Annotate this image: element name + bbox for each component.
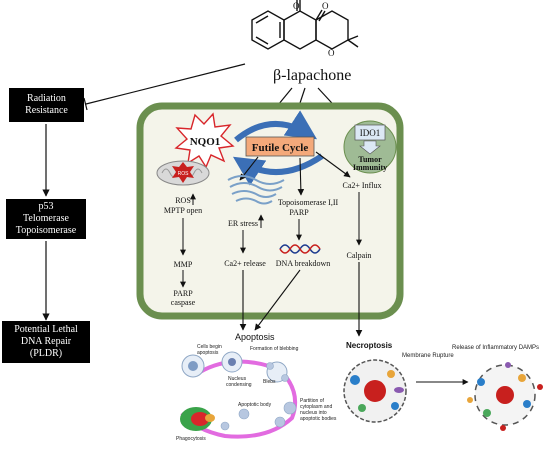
tumor-immunity-line2: Immunity (353, 163, 387, 172)
topo-parp-label: PARP (289, 208, 309, 217)
nqo1-label: NQO1 (190, 136, 221, 148)
p53-line3: Topoisomerase (15, 225, 77, 236)
cycle-arrow-top-icon (234, 110, 318, 143)
cycle-arrow-bottom-icon (232, 153, 324, 186)
pldr-line2: DNA Repair (20, 336, 72, 347)
ido1-down-arrow-icon (359, 140, 381, 155)
phagocyte-icon (180, 407, 215, 431)
p53-line1: p53 (38, 201, 54, 212)
topo-label: Topoisomerase I,II (278, 198, 339, 207)
radiation-line1: Radiation (27, 93, 66, 104)
apop-nucleus-line1: Nucleus (228, 376, 247, 382)
necroptotic-cell-icon (343, 359, 407, 423)
apop-partition-line1: Partition of (300, 398, 325, 404)
apop-partition-line3: nucleus into (300, 410, 327, 416)
apop-partition-line4: apoptotic bodies (300, 416, 337, 422)
apop-phago-label: Phagocytosis (176, 436, 206, 442)
damps-label: Release of Inflammatory DAMPs (452, 345, 539, 351)
apop-nucleus-line2: condensing (226, 382, 252, 388)
ketone-oxygen-2: O (322, 1, 329, 11)
mito-caspase-label: caspase (171, 298, 196, 307)
er-ca-release-label: Ca2+ release (224, 259, 266, 268)
ros-badge-label: ROS (178, 171, 190, 177)
ido1-label: IDO1 (360, 128, 381, 138)
ca-calpain-label: Calpain (347, 251, 372, 260)
apop-begin-line2: apoptosis (197, 350, 219, 356)
futile-cycle-box (245, 136, 315, 157)
er-stress-label: ER stress (228, 219, 258, 228)
mito-ros-label: ROS (175, 196, 191, 205)
p53-line2: Telomerase (23, 213, 69, 224)
apop-begin-line1: Cells begin (197, 344, 222, 350)
compound-name: β-lapachone (273, 67, 351, 84)
nqo1-burst-icon (174, 112, 235, 169)
apop-blebs-label: Blebs (263, 379, 276, 385)
apoptosis-cycle-ring (180, 359, 297, 439)
futile-cycle-label: Futile Cycle (252, 142, 309, 154)
radiation-line2: Resistance (25, 105, 68, 116)
dna-break-icon (279, 244, 321, 254)
pldr-line1: Potential Lethal (14, 324, 78, 335)
ether-oxygen: O (328, 48, 335, 58)
pldr-box: Potential Lethal DNA Repair (PLDR) (2, 321, 90, 363)
apop-body-label: Apoptotic body (238, 402, 272, 408)
mito-mmp-label: MMP (174, 260, 193, 269)
exit-arrows (239, 262, 363, 337)
pldr-line3: (PLDR) (29, 348, 63, 359)
apoptosis-title: Apoptosis (235, 332, 275, 342)
tumor-immunity-line1: Tumor (358, 155, 382, 164)
necroptosis-title: Necroptosis (346, 341, 393, 350)
apop-blebbing-label: Formation of blebbing (250, 346, 299, 352)
mito-mptp-label: MPTP open (164, 206, 202, 215)
ruptured-cell-icon (467, 362, 543, 431)
ca-influx-label: Ca2+ Influx (343, 181, 382, 190)
mito-parp-label: PARP (173, 289, 193, 298)
endoplasmic-reticulum-icon (227, 175, 285, 205)
mitochondrion-icon (156, 160, 210, 186)
ketone-oxygen-1: O (293, 1, 300, 11)
membrane-rupture-label: Membrane Rupture (402, 353, 454, 359)
dna-breakdown-label: DNA breakdown (276, 259, 330, 268)
p53-box: p53 Telomerase Topoisomerase (6, 199, 86, 239)
apop-partition-line2: cytoplasm and (300, 404, 332, 410)
ido1-box (354, 124, 386, 141)
radiation-resistance-box: Radiation Resistance (9, 88, 84, 122)
apoptosis-cells-icon (181, 351, 297, 431)
beta-lapachone-structure (251, 0, 359, 50)
inhibition-connector (83, 63, 246, 111)
